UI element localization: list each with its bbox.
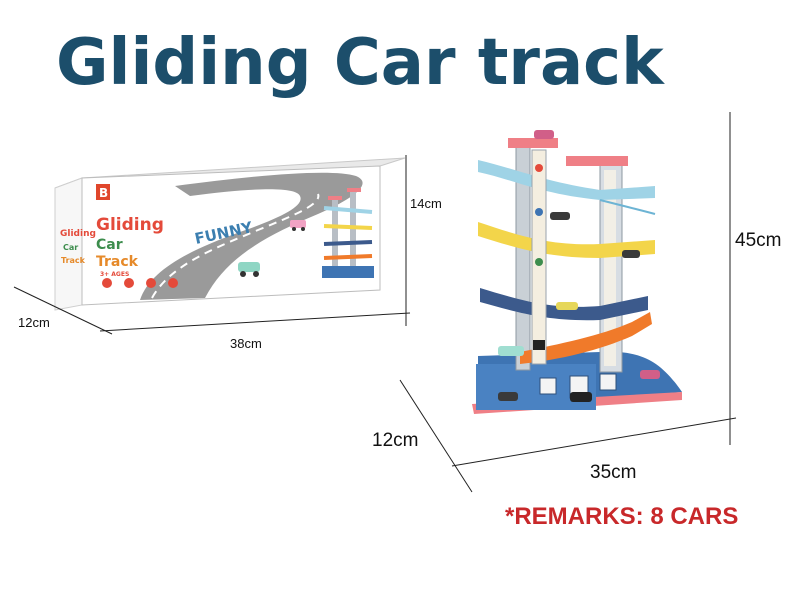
product-box: B Gliding Car Track 3+ AGES FUNNY Glidin… xyxy=(54,157,406,311)
car-track-toy xyxy=(472,130,682,414)
toy-car-icon xyxy=(622,250,640,258)
toy-depth-label: 12cm xyxy=(372,430,419,451)
box-age: 3+ AGES xyxy=(100,271,129,278)
ramp-navy xyxy=(480,288,648,321)
feature-icon xyxy=(102,278,112,288)
toy-height-label: 45cm xyxy=(735,230,782,251)
remarks-note: *REMARKS: 8 CARS xyxy=(505,503,739,530)
ramp-light-blue xyxy=(478,160,655,200)
toy-car-icon xyxy=(498,392,518,401)
toy-car-icon xyxy=(498,346,524,356)
toy-car-icon xyxy=(534,130,554,139)
box-height-label: 14cm xyxy=(410,196,442,211)
box-car-pink-icon xyxy=(290,220,306,231)
box-name-line1: Gliding xyxy=(96,215,164,235)
toy-car-icon xyxy=(550,212,570,220)
ramp-yellow xyxy=(478,222,655,258)
ramp-orange xyxy=(520,312,652,364)
feature-icon xyxy=(146,278,156,288)
toy-dimension-lines xyxy=(399,112,737,493)
brand-logo xyxy=(96,184,110,200)
feature-icon xyxy=(168,278,178,288)
box-dimension-lines xyxy=(13,155,411,335)
box-car-green-icon xyxy=(238,262,260,277)
toy-car-icon xyxy=(570,392,592,402)
toy-car-icon xyxy=(640,370,660,379)
box-side-line2: Car xyxy=(63,243,78,252)
page-title: Gliding Car track xyxy=(56,26,664,100)
feature-icon xyxy=(124,278,134,288)
box-name-line3: Track xyxy=(96,254,139,270)
box-side-line1: Gliding xyxy=(60,229,96,239)
toy-car-icon xyxy=(556,302,578,310)
box-name-line2: Car xyxy=(96,237,123,253)
road-graphic xyxy=(140,172,363,300)
box-side-line3: Track xyxy=(61,256,86,265)
box-width-label: 38cm xyxy=(230,336,262,351)
toy-width-label: 35cm xyxy=(590,462,637,483)
brand-letter: B xyxy=(99,186,108,200)
box-depth-label: 12cm xyxy=(18,315,50,330)
